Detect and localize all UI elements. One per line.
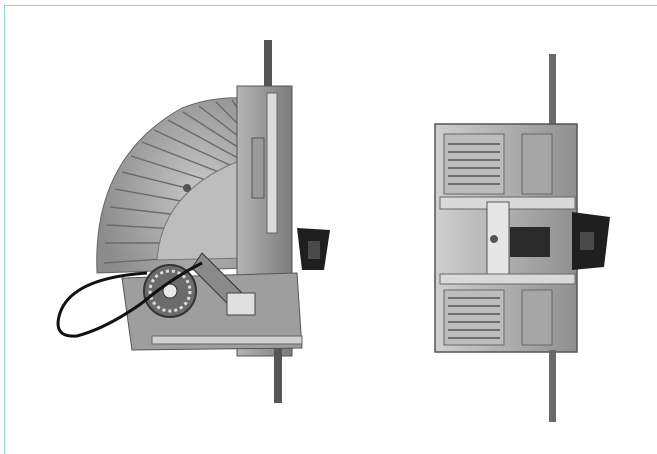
breaker-arc-chute-icon xyxy=(56,40,330,403)
breaker-contact-assembly-image xyxy=(432,52,612,427)
breaker-arc-chute-image xyxy=(52,38,342,408)
figure-frame xyxy=(4,5,657,454)
breaker-contact-assembly-icon xyxy=(434,54,610,422)
